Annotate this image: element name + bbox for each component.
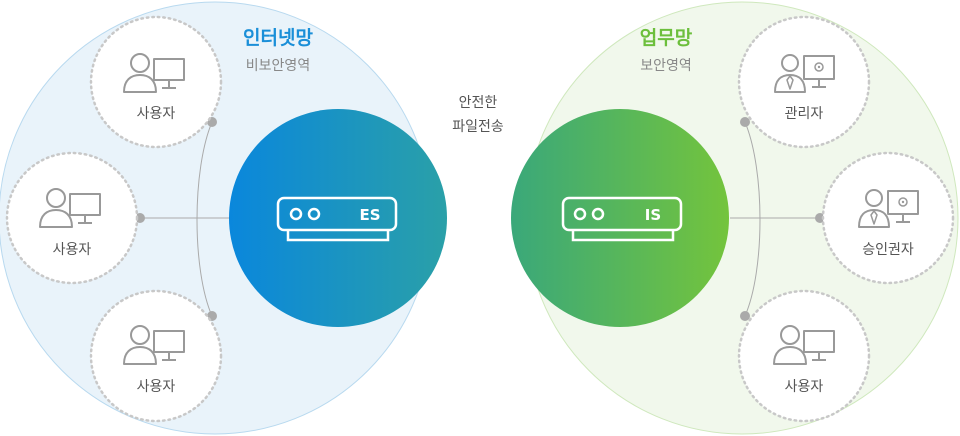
internet-title: 인터넷망 bbox=[243, 27, 313, 49]
approver-computer-icon bbox=[858, 189, 919, 228]
user-label: 사용자 bbox=[53, 242, 92, 258]
is-server: IS bbox=[511, 109, 729, 327]
user-label: 사용자 bbox=[785, 379, 824, 395]
business-connectors bbox=[730, 121, 820, 317]
is-server-label: IS bbox=[645, 206, 661, 224]
transfer-label-line1: 안전한 bbox=[459, 95, 498, 111]
approver-node: 승인권자 bbox=[821, 151, 955, 285]
business-user-node: 사용자 bbox=[737, 289, 871, 423]
user-computer-icon bbox=[773, 325, 835, 365]
internet-subtitle: 비보안영역 bbox=[246, 58, 310, 74]
es-server: ES bbox=[229, 109, 447, 327]
server-icon bbox=[276, 196, 398, 242]
business-subtitle: 보안영역 bbox=[640, 58, 692, 74]
internet-user-node: 사용자 bbox=[89, 15, 223, 149]
admin-node: 관리자 bbox=[737, 15, 871, 149]
user-computer-icon bbox=[39, 188, 101, 228]
user-label: 사용자 bbox=[137, 106, 176, 122]
server-icon bbox=[561, 196, 683, 242]
admin-computer-icon bbox=[774, 54, 835, 93]
user-computer-icon bbox=[123, 325, 185, 365]
business-title: 업무망 bbox=[640, 27, 693, 49]
es-server-label: ES bbox=[359, 206, 380, 224]
business-connector-dots bbox=[740, 117, 825, 321]
admin-label: 관리자 bbox=[785, 106, 824, 122]
user-label: 사용자 bbox=[137, 379, 176, 395]
internet-user-node: 사용자 bbox=[89, 289, 223, 423]
internet-user-node: 사용자 bbox=[5, 151, 139, 285]
user-computer-icon bbox=[123, 53, 185, 93]
approver-label: 승인권자 bbox=[862, 242, 914, 258]
transfer-label-line2: 파일전송 bbox=[452, 119, 504, 135]
internet-connectors bbox=[140, 121, 232, 317]
